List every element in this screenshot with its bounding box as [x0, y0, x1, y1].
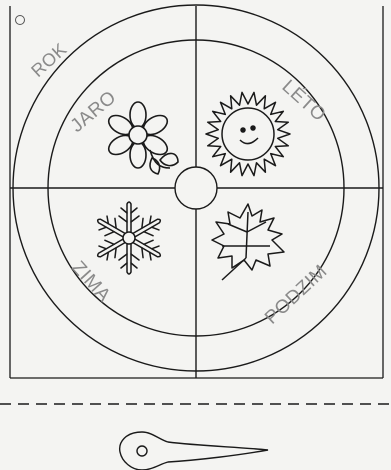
season-label-winter: ZIMA: [67, 257, 114, 306]
sun-icon: [206, 92, 290, 175]
flower-icon: [105, 102, 178, 174]
hole-marker-icon: [16, 16, 25, 25]
season-label-autumn: PODZIM: [261, 261, 332, 329]
center-hub: [175, 167, 217, 209]
snowflake-icon: [93, 202, 165, 274]
season-label-summer: LÉTO: [278, 76, 330, 126]
pointer-hand-icon: [120, 432, 268, 470]
maple-leaf-icon: [212, 204, 284, 280]
season-wheel: [10, 5, 383, 378]
pointer-hole-icon: [137, 446, 147, 456]
